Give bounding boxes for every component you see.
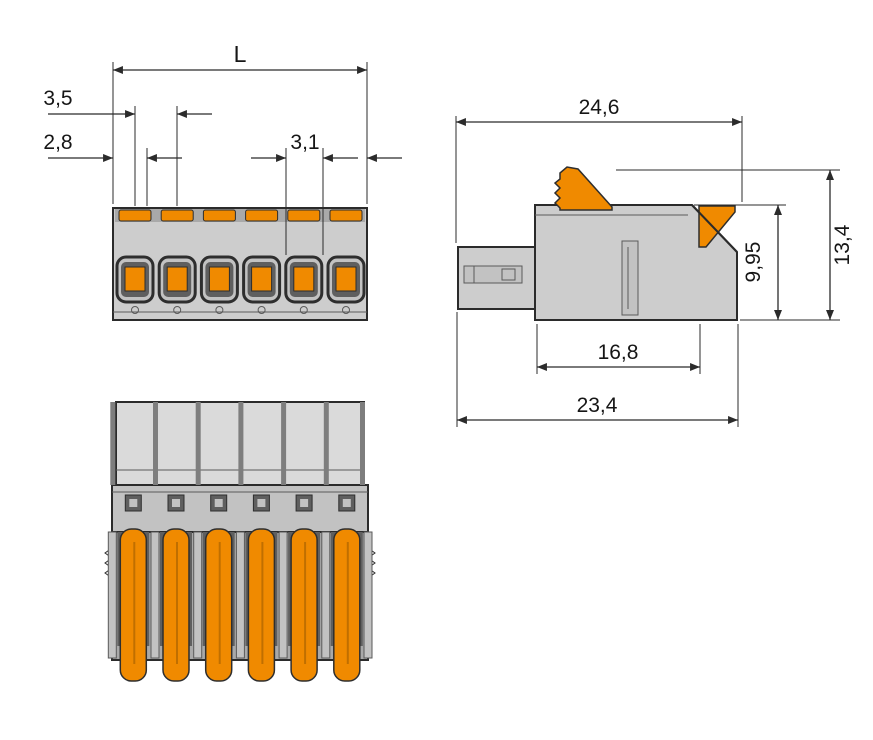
dim-label-3-1: 3,1 bbox=[290, 131, 319, 154]
dim-side-total-width: 24,6 bbox=[455, 96, 743, 243]
dim-side-overall-height: 13,4 bbox=[616, 169, 854, 321]
plug-detail bbox=[501, 268, 516, 281]
dim-label-13-4: 13,4 bbox=[831, 224, 854, 265]
dim-label-2-8: 2,8 bbox=[43, 131, 72, 154]
top-view-top-strip bbox=[115, 209, 365, 222]
lever-tip bbox=[698, 205, 736, 248]
dim-label-L: L bbox=[234, 41, 247, 67]
dim-label-16-8: 16,8 bbox=[598, 341, 639, 364]
housing-slot bbox=[621, 240, 639, 316]
comb-slot-right bbox=[360, 402, 365, 485]
front-view-left-clip bbox=[104, 547, 113, 579]
top-view-body bbox=[112, 207, 368, 321]
front-view bbox=[104, 401, 376, 682]
side-view: 24,6 9,95 13,4 16,8 23,4 bbox=[455, 96, 854, 427]
front-view-right-clip bbox=[367, 547, 376, 579]
dim-top-opening-width: 3,1 bbox=[251, 131, 402, 255]
housing-chamfer bbox=[691, 204, 738, 253]
dim-side-overall-depth: 23,4 bbox=[456, 312, 739, 427]
lever-separator-right bbox=[363, 531, 373, 659]
plug-tongue bbox=[463, 265, 523, 284]
dim-side-housing-height: 9,95 bbox=[694, 204, 786, 320]
dim-label-3-5: 3,5 bbox=[43, 87, 72, 110]
dim-top-length: L bbox=[112, 41, 368, 204]
dim-top-pitch: 3,5 bbox=[43, 87, 212, 206]
locking-lever bbox=[553, 166, 613, 211]
top-view: L 3,5 2,8 3,1 bbox=[43, 41, 402, 321]
dim-label-24-6: 24,6 bbox=[579, 96, 620, 119]
dim-top-edge-offset: 2,8 bbox=[43, 131, 182, 206]
dim-label-9-95: 9,95 bbox=[742, 242, 765, 283]
dim-label-23-4: 23,4 bbox=[577, 394, 618, 417]
dim-side-housing-depth: 16,8 bbox=[536, 324, 701, 374]
